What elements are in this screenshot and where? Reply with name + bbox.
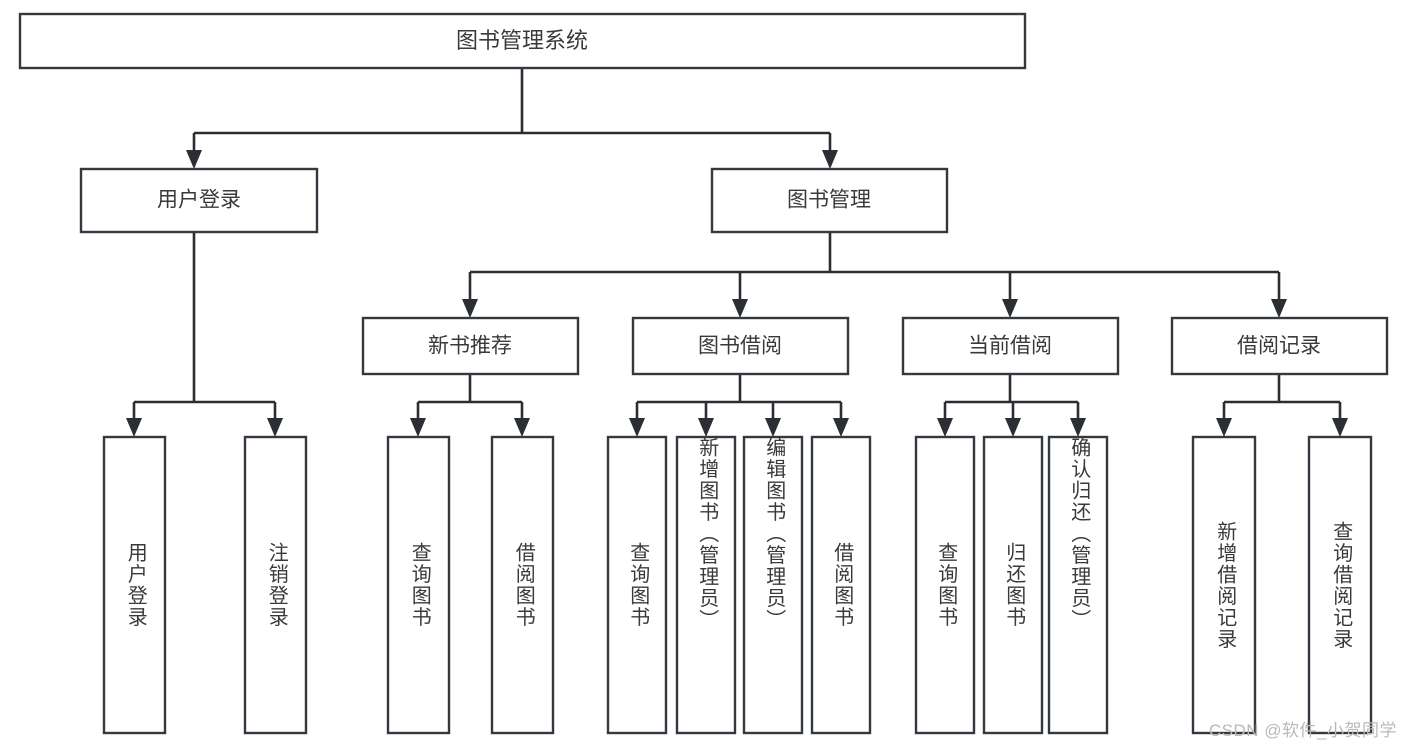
node-book-borrow-box[interactable]: [631, 316, 850, 376]
arrow-book-manage: [822, 150, 838, 169]
arrow-user-login: [186, 150, 202, 169]
leaf-box-br-add-record[interactable]: [1191, 435, 1257, 735]
arrow-nb-leaf2: [514, 418, 530, 437]
node-current-borrow-box[interactable]: [901, 316, 1120, 376]
node-user-login-box[interactable]: [79, 167, 319, 234]
node-borrow-record-label: 借阅记录: [1237, 335, 1321, 358]
arrow-br-leaf2: [1332, 418, 1348, 437]
leaf-box-user-login[interactable]: [102, 435, 167, 735]
arrow-current-borrow: [1002, 299, 1018, 318]
node-current-borrow-label: 当前借阅: [968, 335, 1052, 358]
arrow-nb-leaf1: [410, 418, 426, 437]
leaf-box-nb-borrow-book[interactable]: [490, 435, 555, 735]
arrow-bb-leaf2: [698, 418, 714, 437]
leaf-box-bb-edit-book[interactable]: [742, 435, 804, 735]
arrow-leaf-logout: [267, 418, 283, 437]
leaf-box-bb-borrow-book[interactable]: [810, 435, 872, 735]
node-book-manage-box[interactable]: [710, 167, 949, 234]
leaf-box-nb-query-book[interactable]: [386, 435, 451, 735]
node-new-book-box[interactable]: [361, 316, 580, 376]
leaf-box-cb-confirm-return[interactable]: [1047, 435, 1109, 735]
node-book-borrow-label: 图书借阅: [698, 335, 782, 358]
leaf-box-bb-add-book[interactable]: [675, 435, 737, 735]
arrow-br-leaf1: [1216, 418, 1232, 437]
leaf-box-cb-query-book[interactable]: [914, 435, 976, 735]
arrow-book-borrow: [732, 299, 748, 318]
leaf-box-br-query-record[interactable]: [1307, 435, 1373, 735]
arrow-new-book: [462, 299, 478, 318]
node-user-login-label: 用户登录: [157, 189, 241, 212]
node-new-book-label: 新书推荐: [428, 335, 512, 358]
connector-group: [126, 68, 1348, 437]
node-root-label: 图书管理系统: [456, 28, 588, 53]
node-root-box[interactable]: [18, 12, 1027, 70]
arrow-leaf-user-login: [126, 418, 142, 437]
node-book-manage-label: 图书管理: [787, 189, 871, 212]
leaf-box-logout[interactable]: [243, 435, 308, 735]
watermark-text: CSDN @软件_小贺同学: [1208, 721, 1397, 740]
arrow-cb-leaf3: [1070, 418, 1086, 437]
node-borrow-record-box[interactable]: [1170, 316, 1389, 376]
arrow-bb-leaf1: [629, 418, 645, 437]
arrow-bb-leaf4: [833, 418, 849, 437]
arrow-cb-leaf2: [1005, 418, 1021, 437]
arrow-cb-leaf1: [937, 418, 953, 437]
leaf-box-bb-query-book[interactable]: [606, 435, 668, 735]
arrow-borrow-record: [1271, 299, 1287, 318]
leaf-box-cb-return-book[interactable]: [982, 435, 1044, 735]
arrow-bb-leaf3: [765, 418, 781, 437]
